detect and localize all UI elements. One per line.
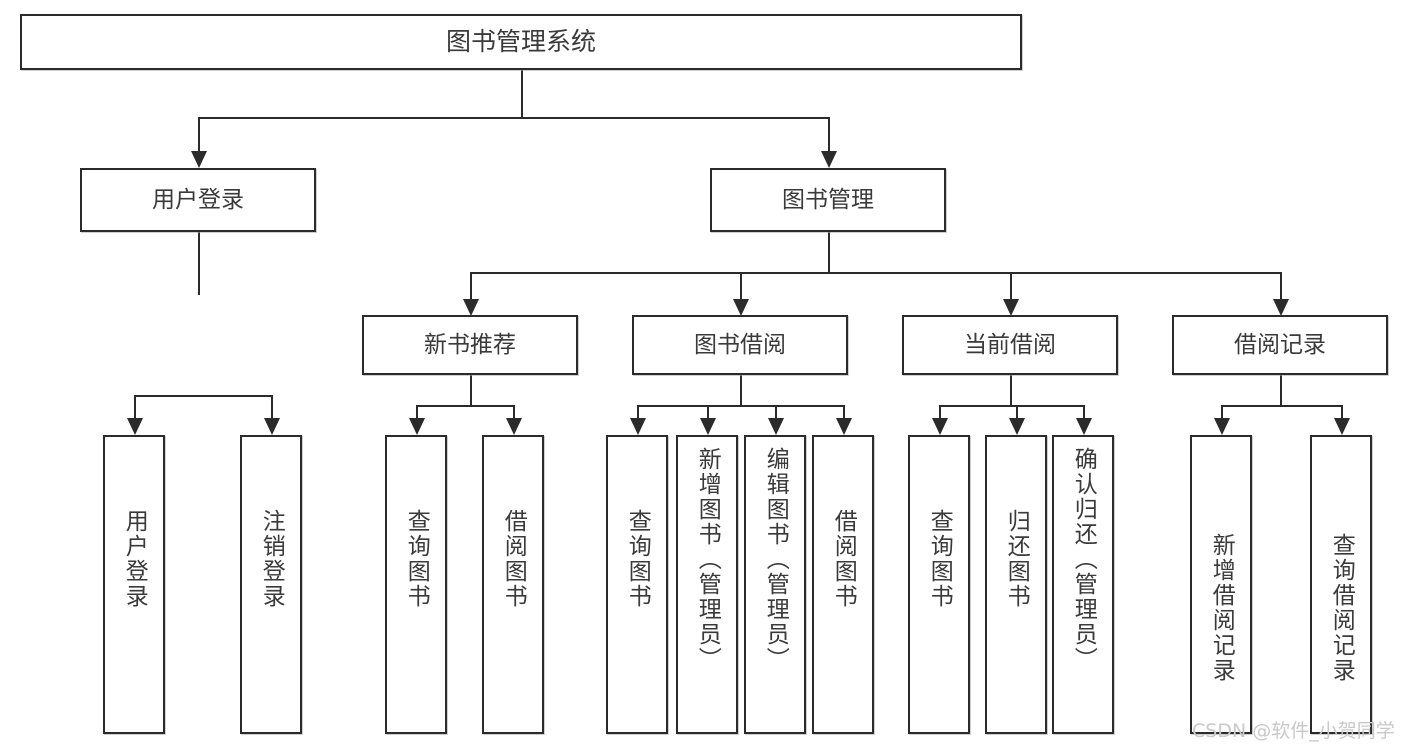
node-leaf-2[interactable]: 查询图书 <box>385 435 447 734</box>
connector-level2-drop-2-line <box>1010 272 1012 299</box>
connector-root-drop-0-arrowhead-icon <box>191 151 207 168</box>
node-leaf-11[interactable]: 新增借阅记录 <box>1190 435 1252 734</box>
connector-group-drop-1-line <box>271 395 273 418</box>
node-leaf-0[interactable]: 用户登录 <box>103 435 165 734</box>
node-level3-2[interactable]: 当前借阅 <box>902 315 1118 375</box>
connector-group-stem-1 <box>470 375 472 405</box>
node-leaf-6[interactable]: 编辑图书（管理员） <box>744 435 806 734</box>
node-label: 注销登录 <box>258 509 285 609</box>
node-leaf-10[interactable]: 确认归还（管理员） <box>1052 435 1114 734</box>
connector-group-drop-8-line <box>939 405 941 418</box>
node-leaf-1[interactable]: 注销登录 <box>240 435 302 734</box>
connector-root-stem <box>521 70 523 117</box>
connector-group-drop-9-line <box>1016 405 1018 418</box>
node-label: 查询借阅记录 <box>1328 533 1355 683</box>
node-label: 借阅记录 <box>1234 331 1326 358</box>
connector-group-stem-0 <box>198 232 200 295</box>
node-label: 查询图书 <box>926 509 953 609</box>
connector-group-bus-1 <box>416 405 513 407</box>
connector-group-drop-10-line <box>1083 405 1085 418</box>
connector-group-drop-3-arrowhead-icon <box>506 418 522 435</box>
node-label: 借阅图书 <box>830 509 857 609</box>
connector-group-drop-5-line <box>707 405 709 418</box>
connector-group-drop-0-line <box>134 395 136 418</box>
node-label: 图书借阅 <box>694 331 786 358</box>
connector-group-drop-9-arrowhead-icon <box>1009 418 1025 435</box>
connector-group-drop-1-arrowhead-icon <box>264 418 280 435</box>
node-label: 新增图书（管理员） <box>694 447 721 672</box>
connector-group-drop-10-arrowhead-icon <box>1076 418 1092 435</box>
node-label: 查询图书 <box>624 509 651 609</box>
connector-root-bus <box>198 117 828 119</box>
node-label: 借阅图书 <box>500 509 527 609</box>
node-leaf-4[interactable]: 查询图书 <box>606 435 668 734</box>
node-level3-1[interactable]: 图书借阅 <box>632 315 848 375</box>
connector-group-stem-4 <box>1280 375 1282 405</box>
node-label: 归还图书 <box>1003 509 1030 609</box>
node-leaf-3[interactable]: 借阅图书 <box>482 435 544 734</box>
connector-group-drop-6-arrowhead-icon <box>768 418 784 435</box>
node-leaf-12[interactable]: 查询借阅记录 <box>1310 435 1372 734</box>
connector-group-drop-4-line <box>637 405 639 418</box>
node-label: 编辑图书（管理员） <box>762 447 789 672</box>
connector-group-drop-12-line <box>1341 405 1343 418</box>
node-leaf-8[interactable]: 查询图书 <box>908 435 970 734</box>
node-label: 新书推荐 <box>424 331 516 358</box>
node-label: 图书管理系统 <box>445 26 596 56</box>
connector-group-drop-11-arrowhead-icon <box>1214 418 1230 435</box>
node-label: 确认归还（管理员） <box>1070 447 1097 672</box>
connector-root-drop-0-line <box>198 117 200 151</box>
connector-group-stem-3 <box>1010 375 1012 405</box>
connector-level2-bus <box>470 272 1280 274</box>
connector-group-drop-7-arrowhead-icon <box>836 418 852 435</box>
connector-group-drop-8-arrowhead-icon <box>932 418 948 435</box>
connector-group-bus-3 <box>939 405 1083 407</box>
connector-group-stem-2 <box>740 375 742 405</box>
node-label: 用户登录 <box>152 186 244 213</box>
connector-group-drop-0-arrowhead-icon <box>127 418 143 435</box>
connector-level2-drop-0-line <box>470 272 472 299</box>
node-label: 用户登录 <box>121 509 148 609</box>
connector-level2-drop-0-arrowhead-icon <box>463 299 479 316</box>
connector-root-drop-1-arrowhead-icon <box>821 151 837 168</box>
node-label: 新增借阅记录 <box>1208 533 1235 683</box>
connector-group-drop-3-line <box>513 405 515 418</box>
connector-group-bus-0 <box>134 395 271 397</box>
node-label: 查询图书 <box>403 509 430 609</box>
connector-group-drop-5-arrowhead-icon <box>700 418 716 435</box>
node-leaf-7[interactable]: 借阅图书 <box>812 435 874 734</box>
connector-level2-drop-2-arrowhead-icon <box>1003 299 1019 316</box>
connector-group-drop-2-arrowhead-icon <box>409 418 425 435</box>
connector-group-drop-2-line <box>416 405 418 418</box>
connector-level2-drop-1-line <box>740 272 742 299</box>
connector-group-drop-12-arrowhead-icon <box>1334 418 1350 435</box>
connector-level2-drop-3-arrowhead-icon <box>1273 299 1289 316</box>
connector-group-drop-11-line <box>1221 405 1223 418</box>
node-leaf-5[interactable]: 新增图书（管理员） <box>676 435 738 734</box>
connector-root-drop-1-line <box>828 117 830 151</box>
node-level3-0[interactable]: 新书推荐 <box>362 315 578 375</box>
node-root[interactable]: 图书管理系统 <box>20 14 1022 70</box>
connector-level2-stem <box>828 232 830 272</box>
connector-group-drop-4-arrowhead-icon <box>630 418 646 435</box>
node-label: 图书管理 <box>782 186 874 213</box>
connector-level2-drop-3-line <box>1280 272 1282 299</box>
watermark: CSDN @软件_小贺同学 <box>1192 720 1395 742</box>
node-leaf-9[interactable]: 归还图书 <box>985 435 1047 734</box>
connector-level2-drop-1-arrowhead-icon <box>733 299 749 316</box>
connector-group-drop-7-line <box>843 405 845 418</box>
connector-group-drop-6-line <box>775 405 777 418</box>
node-label: 当前借阅 <box>964 331 1056 358</box>
connector-group-bus-4 <box>1221 405 1341 407</box>
node-level3-3[interactable]: 借阅记录 <box>1172 315 1388 375</box>
node-level2-1[interactable]: 图书管理 <box>710 168 946 232</box>
node-level2-0[interactable]: 用户登录 <box>80 168 316 232</box>
connector-group-bus-2 <box>637 405 843 407</box>
